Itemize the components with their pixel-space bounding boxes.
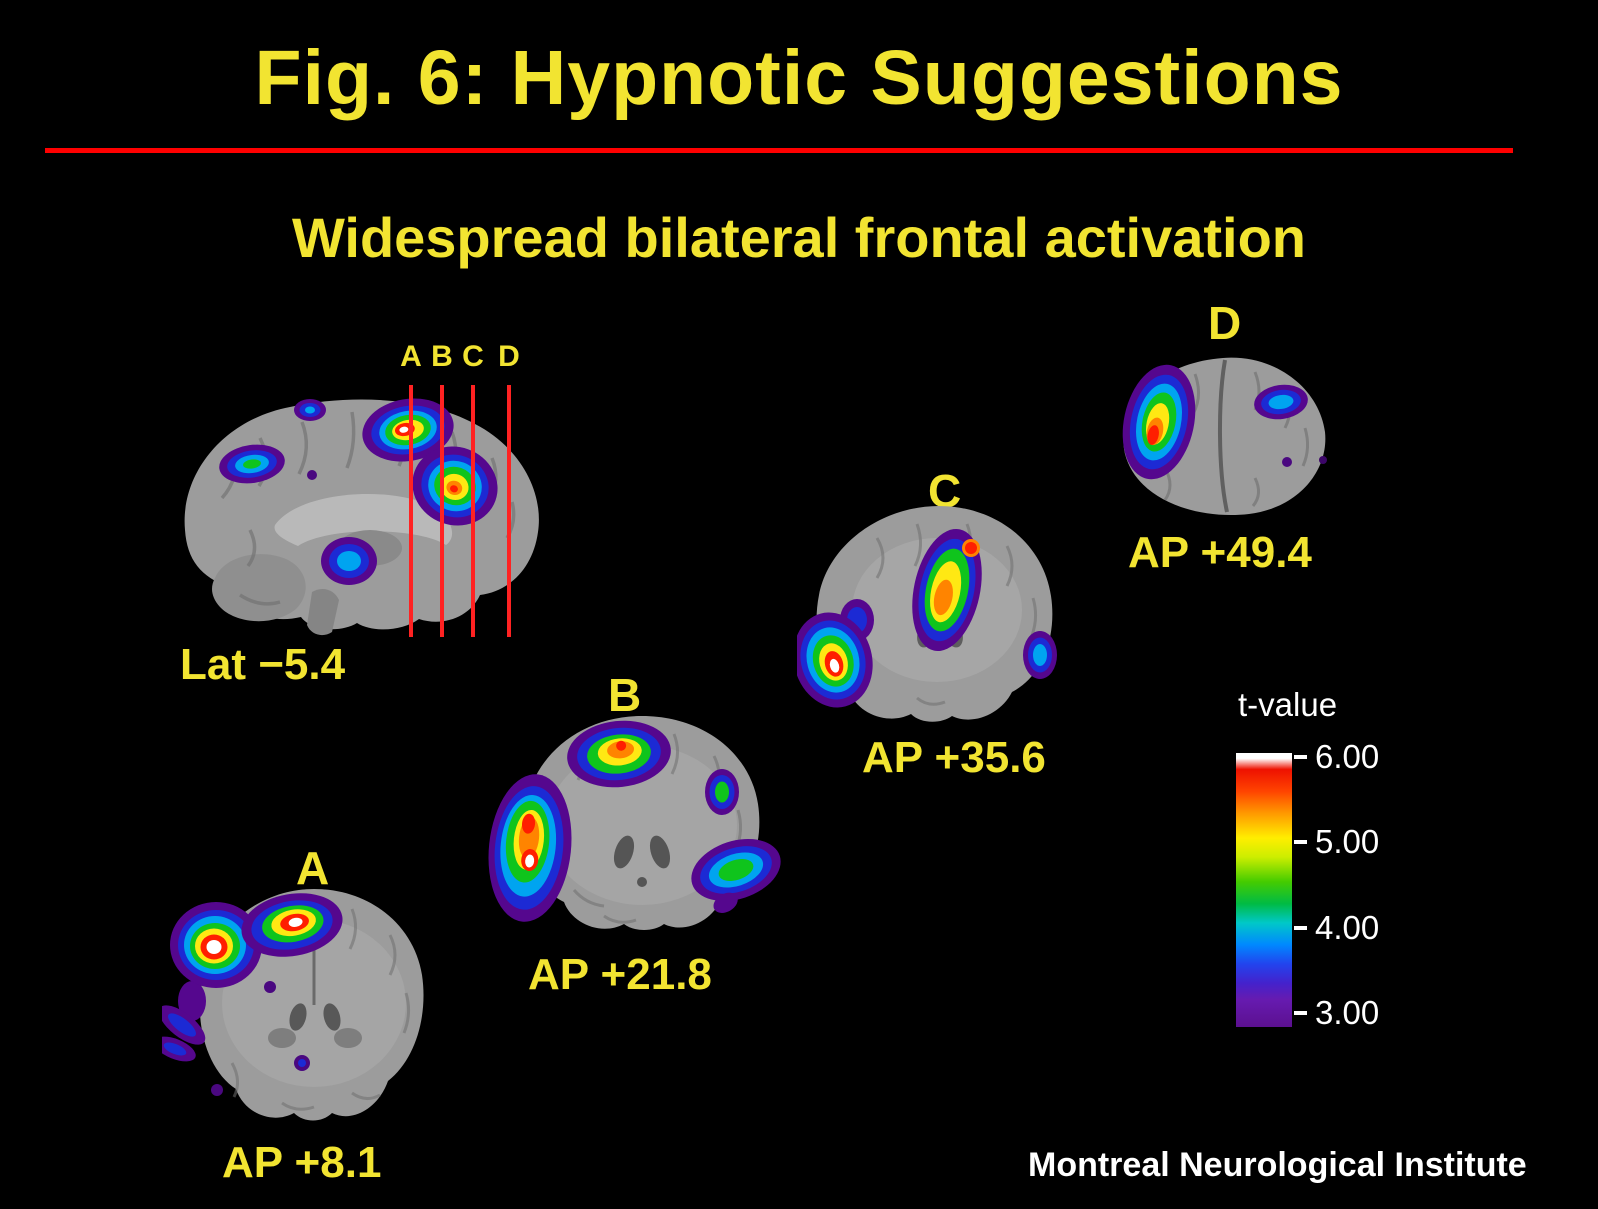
activation-cluster-right-frontal — [1254, 384, 1308, 420]
activation-bridge — [178, 981, 206, 1021]
coronal-slice-a-image — [162, 889, 424, 1121]
plane-marker-d: D — [498, 340, 520, 373]
colorbar-gradient — [1236, 753, 1292, 1027]
slice-c-coordinate-label: AP +35.6 — [862, 733, 1046, 782]
activation-cluster-medial-superior — [241, 893, 343, 957]
tick-dash — [1294, 926, 1307, 930]
activation-hotspot — [965, 542, 977, 554]
activation-dot — [264, 981, 276, 993]
colorbar-tick-6: 6.00 — [1294, 738, 1379, 776]
tick-dash — [1294, 755, 1307, 759]
sagittal-slice-image — [184, 385, 539, 637]
axial-slice-d-image — [1122, 357, 1327, 516]
activation-dot — [211, 1084, 223, 1096]
activation-cluster-right — [1023, 631, 1057, 679]
slice-a-letter: A — [296, 842, 330, 894]
slice-a-coordinate-label: AP +8.1 — [222, 1138, 382, 1187]
activation-dot — [298, 1059, 306, 1067]
activation-cluster-superior — [362, 398, 454, 462]
activation-cluster-right-lower — [691, 838, 781, 913]
activation-cluster-right-upper — [705, 769, 739, 815]
sagittal-coordinate-label: Lat −5.4 — [180, 640, 346, 689]
colorbar-tick-3: 3.00 — [1294, 994, 1379, 1032]
plane-marker-c: C — [462, 340, 484, 373]
activation-cluster-parietal — [219, 444, 285, 484]
slice-b-coordinate-label: AP +21.8 — [528, 950, 712, 999]
plane-marker-a: A — [400, 340, 422, 373]
title-divider — [45, 148, 1513, 153]
slice-d-letter: D — [1208, 297, 1242, 349]
activation-dot — [1319, 456, 1327, 464]
tick-label: 6.00 — [1315, 738, 1380, 775]
activation-cluster-left-streak — [162, 1005, 206, 1062]
plane-marker-b: B — [431, 340, 453, 373]
tick-dash — [1294, 840, 1307, 844]
tick-label: 3.00 — [1315, 994, 1380, 1031]
activation-cluster-left-frontal — [1122, 364, 1196, 480]
colorbar-tick-4: 4.00 — [1294, 909, 1379, 947]
slice-b-letter: B — [608, 669, 642, 721]
activation-cluster-left-lateral — [488, 774, 572, 922]
plane-lines — [409, 385, 511, 637]
tick-dash — [1294, 1011, 1307, 1015]
figure-title: Fig. 6: Hypnotic Suggestions — [254, 35, 1344, 121]
colorbar-title: t-value — [1238, 686, 1338, 723]
figure-subtitle: Widespread bilateral frontal activation — [292, 206, 1306, 269]
activation-cluster-superior-medial — [567, 720, 671, 788]
tick-label: 5.00 — [1315, 823, 1380, 860]
activation-cluster-left-inferior — [797, 612, 873, 708]
institute-credit: Montreal Neurological Institute — [1028, 1146, 1527, 1184]
coronal-slice-b-image — [488, 716, 781, 930]
slice-d-coordinate-label: AP +49.4 — [1128, 528, 1312, 577]
activation-dot — [1282, 457, 1292, 467]
activation-cluster-subcortical — [321, 537, 377, 585]
brain-outline — [184, 399, 539, 636]
tick-label: 4.00 — [1315, 909, 1380, 946]
activation-cluster-left-superior — [170, 902, 262, 988]
coronal-slice-c-image — [797, 506, 1057, 722]
colorbar-tick-5: 5.00 — [1294, 823, 1379, 861]
activation-cluster-medial — [912, 528, 982, 652]
activation-cluster-small-superior — [294, 399, 326, 480]
